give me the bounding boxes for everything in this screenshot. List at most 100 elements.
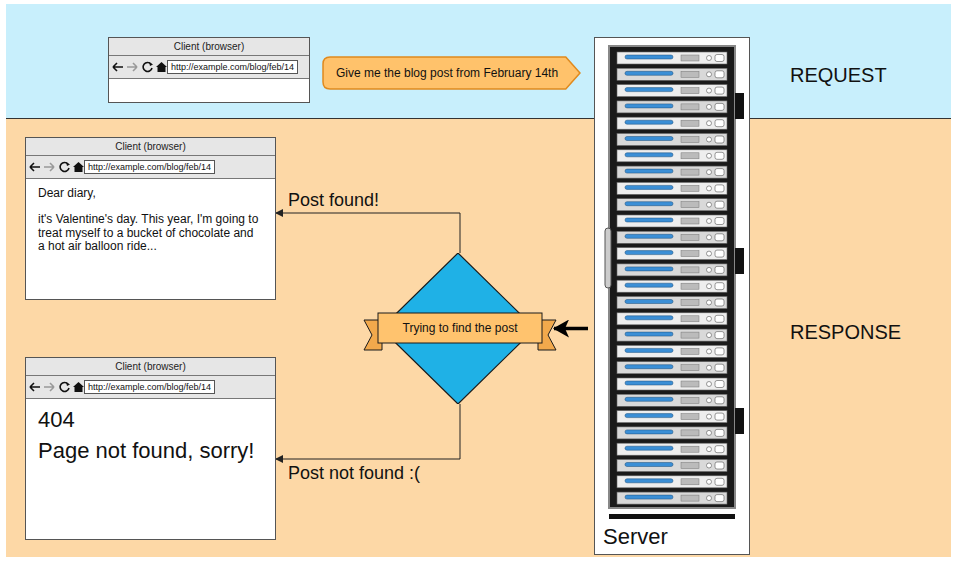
unit-vent <box>681 479 699 485</box>
unit-vent <box>681 153 699 159</box>
decision-text: Trying to find the post <box>378 313 542 343</box>
home-icon <box>156 62 167 72</box>
unit-button <box>707 414 712 419</box>
unit-vent <box>681 169 699 175</box>
rack-unit <box>617 411 727 423</box>
back-arrow <box>113 63 123 71</box>
unit-light <box>625 316 673 320</box>
unit-vent <box>681 185 699 191</box>
unit-port <box>715 397 724 404</box>
server-rack: Server <box>594 37 750 555</box>
unit-button <box>707 300 712 305</box>
rack-unit <box>617 52 727 64</box>
unit-light <box>625 414 673 418</box>
rack-unit <box>617 199 727 211</box>
rack-unit <box>617 134 727 146</box>
unit-port <box>715 299 724 306</box>
unit-button <box>707 219 712 224</box>
unit-button <box>707 430 712 435</box>
section-label: RESPONSE <box>790 321 901 344</box>
address-row: http://example.com/blog/feb/14 <box>109 56 309 79</box>
unit-button <box>707 104 712 109</box>
rack-unit <box>617 117 727 129</box>
unit-button <box>707 251 712 256</box>
unit-vent <box>681 495 699 501</box>
rack-unit <box>617 443 727 455</box>
url-text: http://example.com/blog/feb/14 <box>167 60 298 74</box>
request-arrow: Give me the blog post from February 14th <box>322 56 582 90</box>
unit-light <box>625 283 673 287</box>
flow-connector <box>276 404 460 459</box>
unit-port <box>715 120 724 127</box>
browser-window: Client (browser)http://example.com/blog/… <box>25 137 276 300</box>
rack-frame <box>609 46 735 508</box>
forward-arrow <box>127 63 137 71</box>
unit-port <box>715 250 724 257</box>
unit-button <box>707 153 712 158</box>
unit-vent <box>681 365 699 371</box>
page-text: 404 <box>38 407 263 432</box>
rack-handle <box>605 228 611 288</box>
reload-head <box>66 382 70 386</box>
unit-light <box>625 267 673 271</box>
unit-light <box>625 463 673 467</box>
rack-unit <box>617 362 727 374</box>
forward-arrow <box>44 163 54 171</box>
unit-button <box>707 447 712 452</box>
home-icon <box>73 382 84 392</box>
unit-vent <box>681 104 699 110</box>
unit-vent <box>681 316 699 322</box>
unit-light <box>625 348 673 352</box>
unit-button <box>707 56 712 61</box>
page-body: Dear diary,it's Valentine's day. This ye… <box>26 179 275 262</box>
unit-light <box>625 104 673 108</box>
unit-button <box>707 267 712 272</box>
unit-vent <box>681 283 699 289</box>
unit-button <box>707 496 712 501</box>
unit-port <box>715 71 724 78</box>
unit-vent <box>681 381 699 387</box>
back-arrow <box>30 163 40 171</box>
unit-light <box>625 120 673 124</box>
unit-port <box>715 364 724 371</box>
unit-port <box>715 87 724 94</box>
address-row: http://example.com/blog/feb/14 <box>26 376 275 399</box>
unit-light <box>625 218 673 222</box>
unit-vent <box>681 202 699 208</box>
rack-ear <box>735 248 744 274</box>
unit-port <box>715 234 724 241</box>
reload-icon <box>60 162 69 171</box>
unit-port <box>715 332 724 339</box>
unit-vent <box>681 137 699 143</box>
unit-light <box>625 202 673 206</box>
server-label: Server <box>603 524 668 550</box>
unit-port <box>715 429 724 436</box>
rack-unit <box>617 345 727 357</box>
rack-unit <box>617 476 727 488</box>
rack-unit <box>617 394 727 406</box>
request-arrow-line <box>554 327 588 331</box>
unit-button <box>707 235 712 240</box>
unit-light <box>625 332 673 336</box>
unit-button <box>707 88 712 93</box>
reload-icon <box>60 382 69 391</box>
unit-vent <box>681 218 699 224</box>
rack-unit <box>617 313 727 325</box>
rack-unit <box>617 101 727 113</box>
unit-port <box>715 283 724 290</box>
unit-button <box>707 398 712 403</box>
rack-unit <box>617 297 727 309</box>
unit-port <box>715 201 724 208</box>
rack-unit <box>617 460 727 472</box>
unit-port <box>715 446 724 453</box>
nav-icons <box>28 379 84 395</box>
forward-arrow <box>44 383 54 391</box>
unit-button <box>707 382 712 387</box>
page-text: Dear diary, <box>38 187 263 201</box>
rack-unit <box>617 182 727 194</box>
reload-head <box>149 62 153 66</box>
unit-button <box>707 186 712 191</box>
unit-button <box>707 202 712 207</box>
rack-unit <box>617 85 727 97</box>
url-text: http://example.com/blog/feb/14 <box>84 380 215 394</box>
